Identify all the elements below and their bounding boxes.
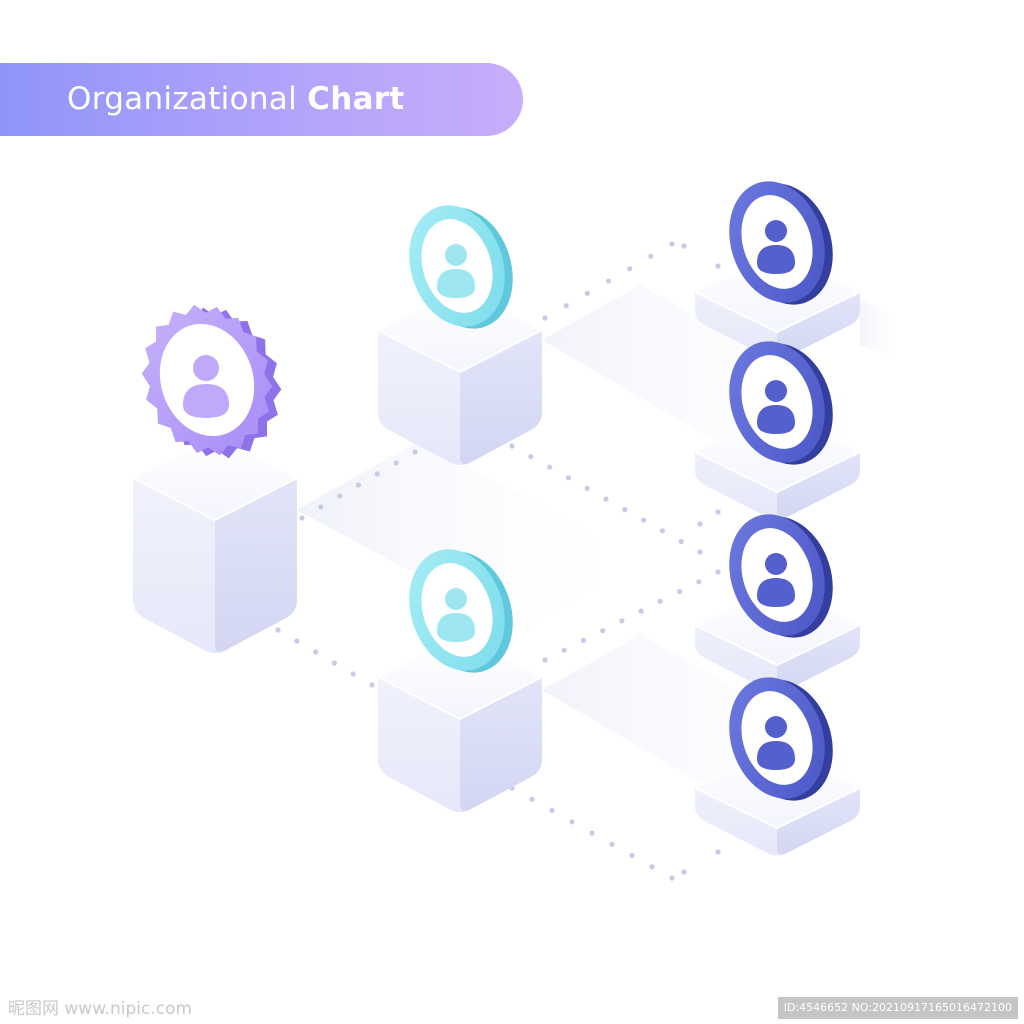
member-3-node: [692, 514, 863, 693]
person-icon: [757, 220, 795, 274]
person-icon: [437, 244, 475, 298]
member-3-pedestal: [692, 583, 863, 693]
leader-pedestal: [130, 434, 300, 653]
member-3-badge: [729, 514, 833, 638]
leader-node: [130, 304, 300, 653]
connector-leader-manager-2: [275, 627, 375, 688]
connector-manager-2-member-3: [542, 569, 721, 663]
member-1-badge: [729, 181, 833, 305]
connectors: [275, 241, 721, 881]
connector-manager-1-member-2: [509, 443, 721, 555]
member-2-badge: [729, 341, 833, 465]
person-icon: [183, 355, 229, 418]
connector-manager-1-member-1: [542, 241, 721, 321]
member-4-badge: [729, 677, 833, 801]
manager-1-badge: [409, 205, 513, 329]
member-4-node: [692, 677, 863, 856]
manager-2-badge: [409, 549, 513, 673]
person-icon: [757, 716, 795, 770]
manager-1-node: [375, 205, 545, 465]
person-icon: [757, 380, 795, 434]
connector-manager-2-member-4: [509, 785, 721, 881]
watermark-left: 昵图网 www.nipic.com: [8, 999, 193, 1019]
member-1-node: [692, 181, 863, 360]
person-icon: [757, 553, 795, 607]
member-2-node: [692, 341, 863, 520]
watermark-right: ID:4546652 NO:20210917165016472100: [777, 997, 1018, 1019]
leader-starburst-badge: [141, 304, 282, 459]
title-banner: Organizational Chart: [0, 63, 523, 136]
title-bold-text: Chart: [307, 81, 405, 117]
title-light-text: Organizational: [67, 81, 297, 117]
person-icon: [437, 588, 475, 642]
page-title: Organizational Chart: [67, 63, 405, 136]
manager-2-node: [375, 549, 545, 812]
manager-2-pedestal: [375, 633, 545, 812]
connector-leader-manager-1: [299, 449, 418, 521]
